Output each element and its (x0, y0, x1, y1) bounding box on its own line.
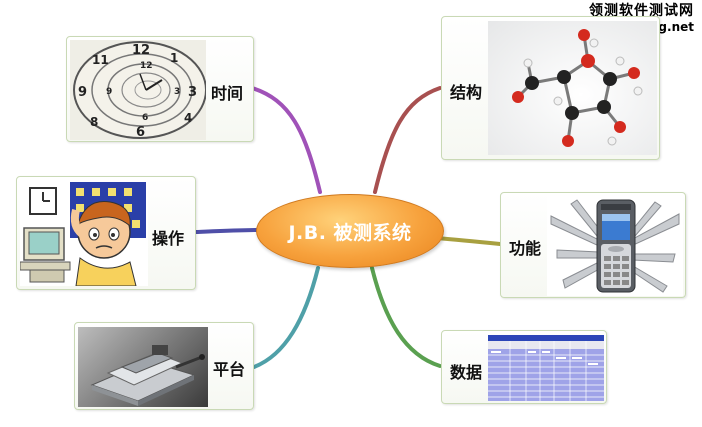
branch-line-platform (252, 266, 320, 369)
svg-text:6: 6 (142, 113, 148, 123)
svg-text:4: 4 (184, 111, 192, 125)
node-data[interactable]: 数据 (441, 330, 607, 404)
spiral-clock-image: 12 3 6 9 1 4 8 11 12 3 9 6 (70, 40, 206, 140)
node-function-label: 功能 (509, 239, 542, 258)
branch-line-time (250, 86, 322, 194)
branch-line-operation (194, 228, 264, 234)
node-structure[interactable]: 结构 (441, 16, 660, 160)
svg-text:12: 12 (132, 43, 150, 58)
svg-text:1: 1 (170, 51, 178, 65)
watermark-title: 领测软件测试网 (589, 3, 694, 19)
node-time[interactable]: 12 3 6 9 1 4 8 11 12 3 9 6 时间 (66, 36, 254, 142)
svg-text:9: 9 (106, 87, 112, 97)
molecule-image (488, 21, 657, 155)
node-operation-label: 操作 (152, 229, 185, 248)
branch-line-data (370, 266, 442, 368)
stage-platform-image (78, 327, 208, 407)
node-time-label: 时间 (211, 84, 244, 103)
svg-text:3: 3 (174, 87, 180, 97)
node-function[interactable]: 功能 (500, 192, 686, 298)
svg-text:6: 6 (136, 125, 145, 140)
svg-text:9: 9 (78, 85, 87, 100)
svg-text:11: 11 (92, 53, 109, 67)
node-platform-label: 平台 (213, 360, 246, 379)
data-table-image (488, 335, 604, 401)
branch-line-structure (373, 86, 442, 194)
frustrated-user-image (20, 180, 148, 286)
svg-text:3: 3 (188, 85, 197, 100)
central-topic[interactable]: J.B. 被测系统 (256, 194, 444, 268)
branch-line-function (434, 236, 502, 246)
swiss-army-phone-image (547, 196, 683, 296)
node-operation[interactable]: 操作 (16, 176, 196, 290)
svg-text:12: 12 (140, 61, 153, 71)
node-structure-label: 结构 (450, 83, 483, 102)
node-data-label: 数据 (450, 363, 483, 382)
central-topic-label: J.B. 被测系统 (288, 221, 412, 244)
svg-text:8: 8 (90, 115, 98, 129)
node-platform[interactable]: 平台 (74, 322, 254, 410)
